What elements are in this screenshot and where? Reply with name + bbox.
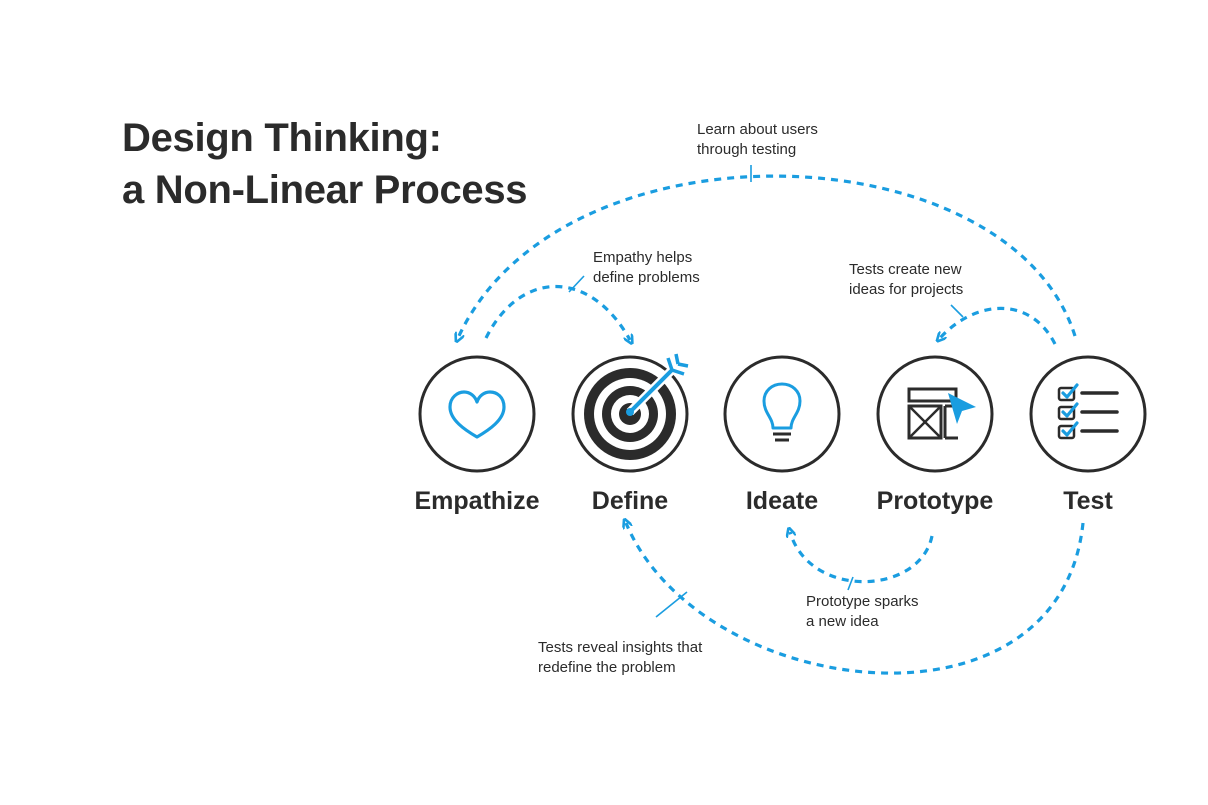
annotation-tests-create: Tests create new ideas for projects <box>849 260 963 300</box>
annotation-learn-about-users: Learn about users through testing <box>697 120 818 160</box>
arrow-empathize-to-define <box>484 284 630 341</box>
stage-label-prototype: Prototype <box>876 487 994 515</box>
stage-label-define: Define <box>591 487 669 515</box>
stage-circle-prototype <box>876 355 994 473</box>
annotation-prototype-sparks-line-2: a new idea <box>806 613 879 630</box>
target-icon <box>584 353 689 460</box>
annotation-empathy-helps: Empathy helps define problems <box>593 248 700 288</box>
heart-icon <box>448 390 506 439</box>
checklist-icon <box>1057 383 1119 440</box>
wireframe-icon <box>907 387 976 440</box>
annotation-prototype-sparks: Prototype sparks a new idea <box>806 592 919 632</box>
leader-tests-reveal <box>655 591 688 618</box>
annotation-learn-line-2: through testing <box>697 141 797 158</box>
annotation-learn-line-1: Learn about users <box>697 121 818 138</box>
annotation-tests-reveal-line-1: Tests reveal insights that <box>538 639 703 656</box>
page-title-line-2: a Non-Linear Process <box>122 168 528 212</box>
annotation-tests-create-line-1: Tests create new <box>849 261 962 278</box>
leader-tests-create <box>950 304 964 318</box>
annotation-tests-reveal-line-2: redefine the problem <box>538 659 676 676</box>
stage-label-empathize: Empathize <box>414 487 540 515</box>
lightbulb-icon <box>762 382 802 442</box>
arrow-test-to-define <box>626 523 1085 675</box>
stage-label-test: Test <box>1063 487 1113 515</box>
annotation-tests-create-line-2: ideas for projects <box>849 281 964 298</box>
arrow-test-to-empathize <box>458 174 1077 338</box>
leader-prototype-sparks <box>847 576 854 591</box>
stage-circle-empathize <box>418 355 536 473</box>
annotation-tests-reveal: Tests reveal insights that redefine the … <box>538 638 702 678</box>
stage-circle-test <box>1029 355 1147 473</box>
annotation-prototype-sparks-line-1: Prototype sparks <box>806 593 919 610</box>
stage-circle-ideate <box>723 355 841 473</box>
stage-label-ideate: Ideate <box>745 487 819 515</box>
annotation-empathy-line-1: Empathy helps <box>593 249 693 266</box>
arrow-test-to-prototype <box>940 306 1057 345</box>
arrow-prototype-to-ideate <box>790 532 934 584</box>
page-title-line-1: Design Thinking: <box>122 116 442 160</box>
leader-empathy <box>568 275 585 293</box>
annotation-empathy-line-2: define problems <box>593 269 700 286</box>
